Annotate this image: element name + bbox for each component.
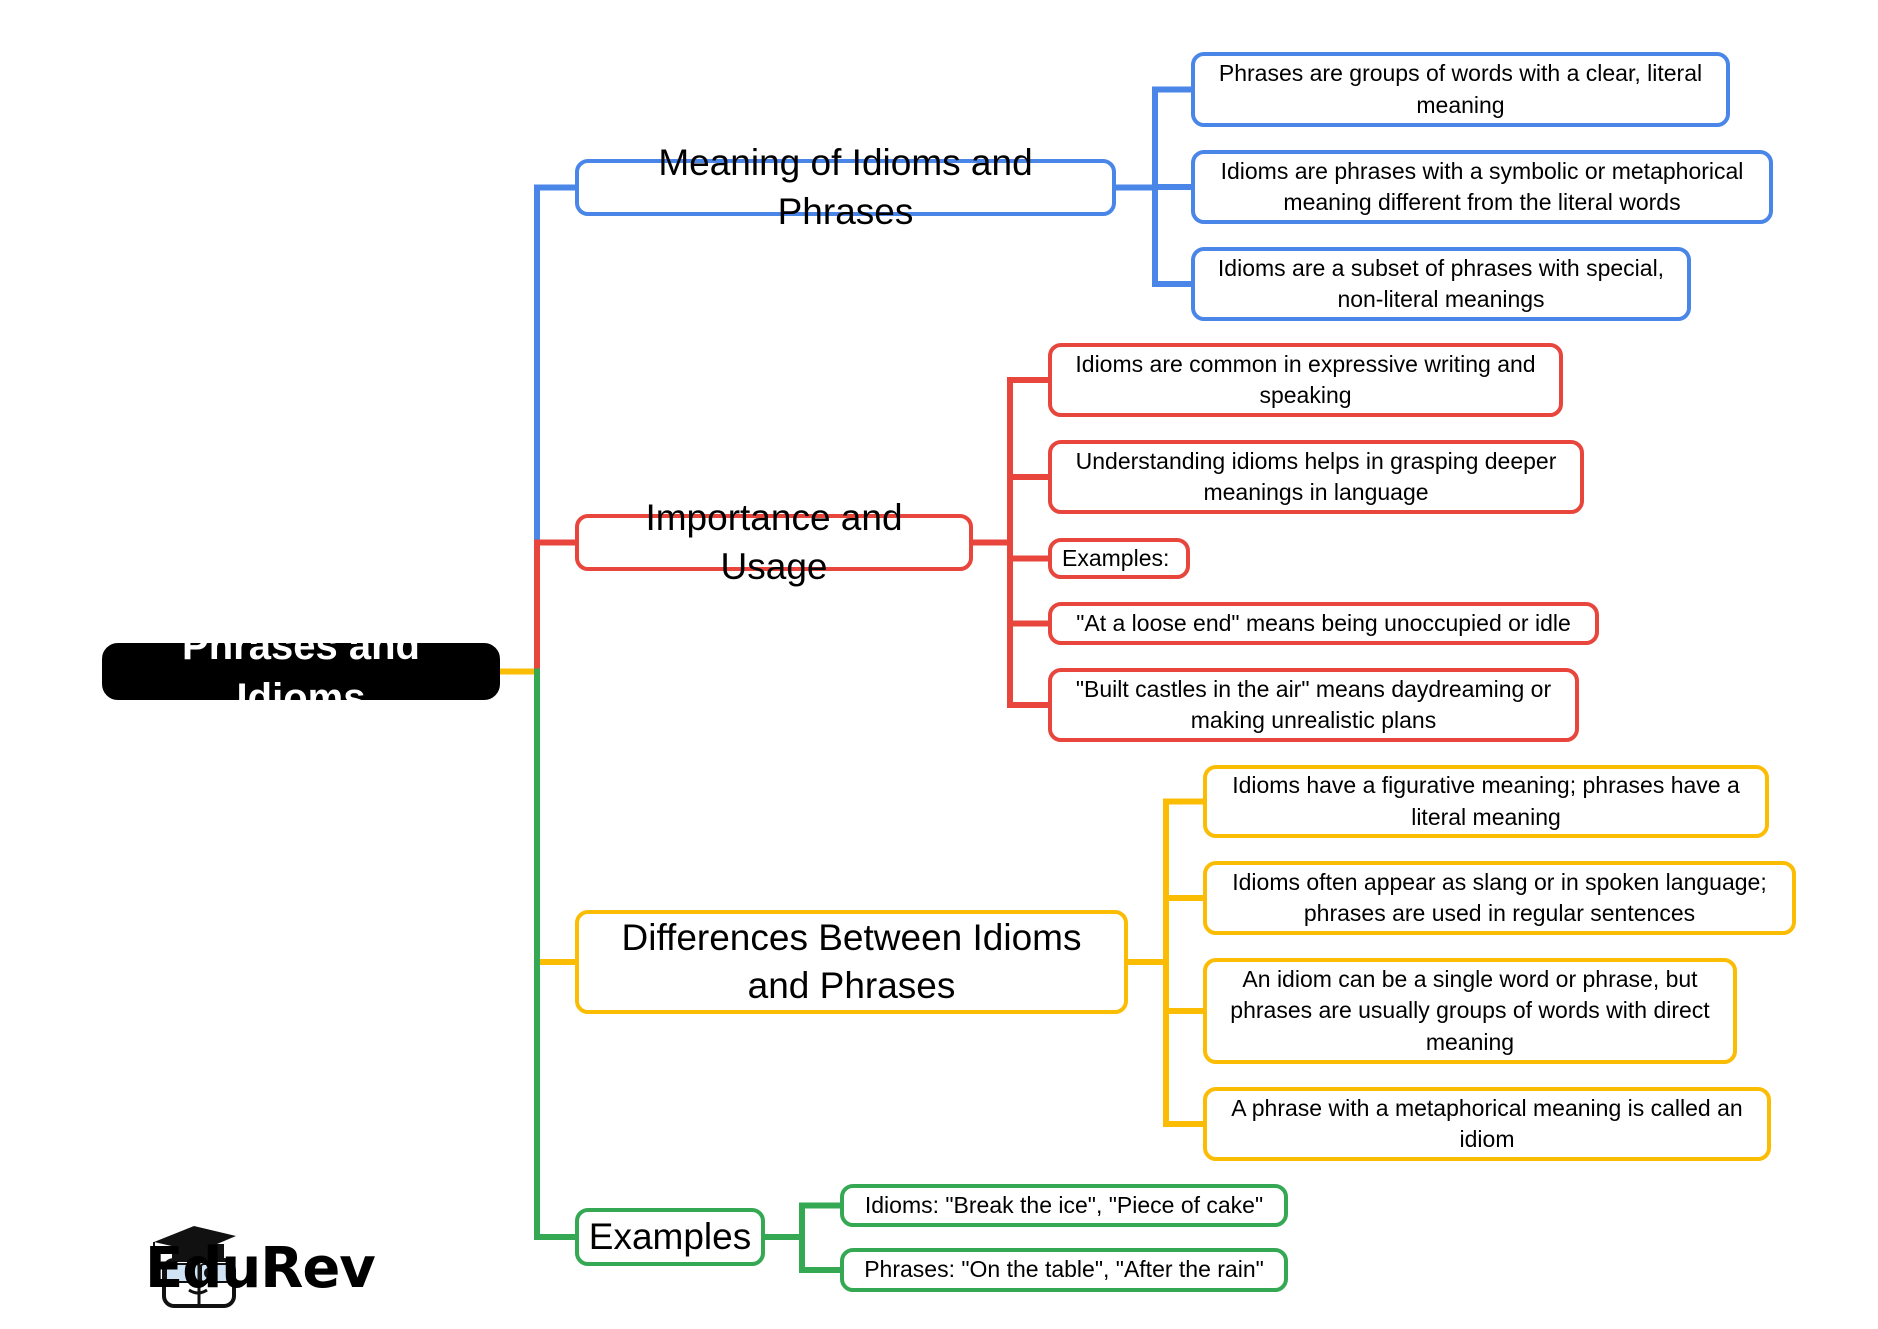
leaf-node[interactable]: "Built castles in the air" means daydrea…	[1048, 668, 1579, 742]
graduate-mascot-icon	[151, 1226, 236, 1308]
leaf-node[interactable]: Idioms: "Break the ice", "Piece of cake"	[840, 1184, 1288, 1227]
leaf-node[interactable]: Idioms are phrases with a symbolic or me…	[1191, 150, 1773, 224]
leaf-node[interactable]: Idioms are common in expressive writing …	[1048, 343, 1563, 417]
branch-differences[interactable]: Differences Between Idioms and Phrases	[575, 910, 1128, 1014]
branch-meaning[interactable]: Meaning of Idioms and Phrases	[575, 142, 1116, 232]
leaf-node[interactable]: Idioms are a subset of phrases with spec…	[1191, 247, 1691, 321]
leaf-node[interactable]: Understanding idioms helps in grasping d…	[1048, 440, 1584, 514]
leaf-node[interactable]: Phrases are groups of words with a clear…	[1191, 52, 1730, 127]
leaf-node[interactable]: A phrase with a metaphorical meaning is …	[1203, 1087, 1771, 1161]
leaf-node[interactable]: Phrases: "On the table", "After the rain…	[840, 1248, 1288, 1292]
branch-examples[interactable]: Examples	[575, 1208, 765, 1266]
branch-importance[interactable]: Importance and Usage	[575, 497, 973, 587]
root-node[interactable]: Phrases and Idioms	[102, 624, 500, 720]
leaf-node[interactable]: "At a loose end" means being unoccupied …	[1048, 602, 1599, 645]
leaf-node[interactable]: Idioms often appear as slang or in spoke…	[1203, 861, 1796, 935]
leaf-node[interactable]: Idioms have a figurative meaning; phrase…	[1203, 765, 1769, 838]
leaf-node[interactable]: Examples:	[1048, 538, 1190, 579]
edurev-logo-text: EduRev	[145, 1236, 376, 1301]
leaf-node[interactable]: An idiom can be a single word or phrase,…	[1203, 958, 1737, 1064]
